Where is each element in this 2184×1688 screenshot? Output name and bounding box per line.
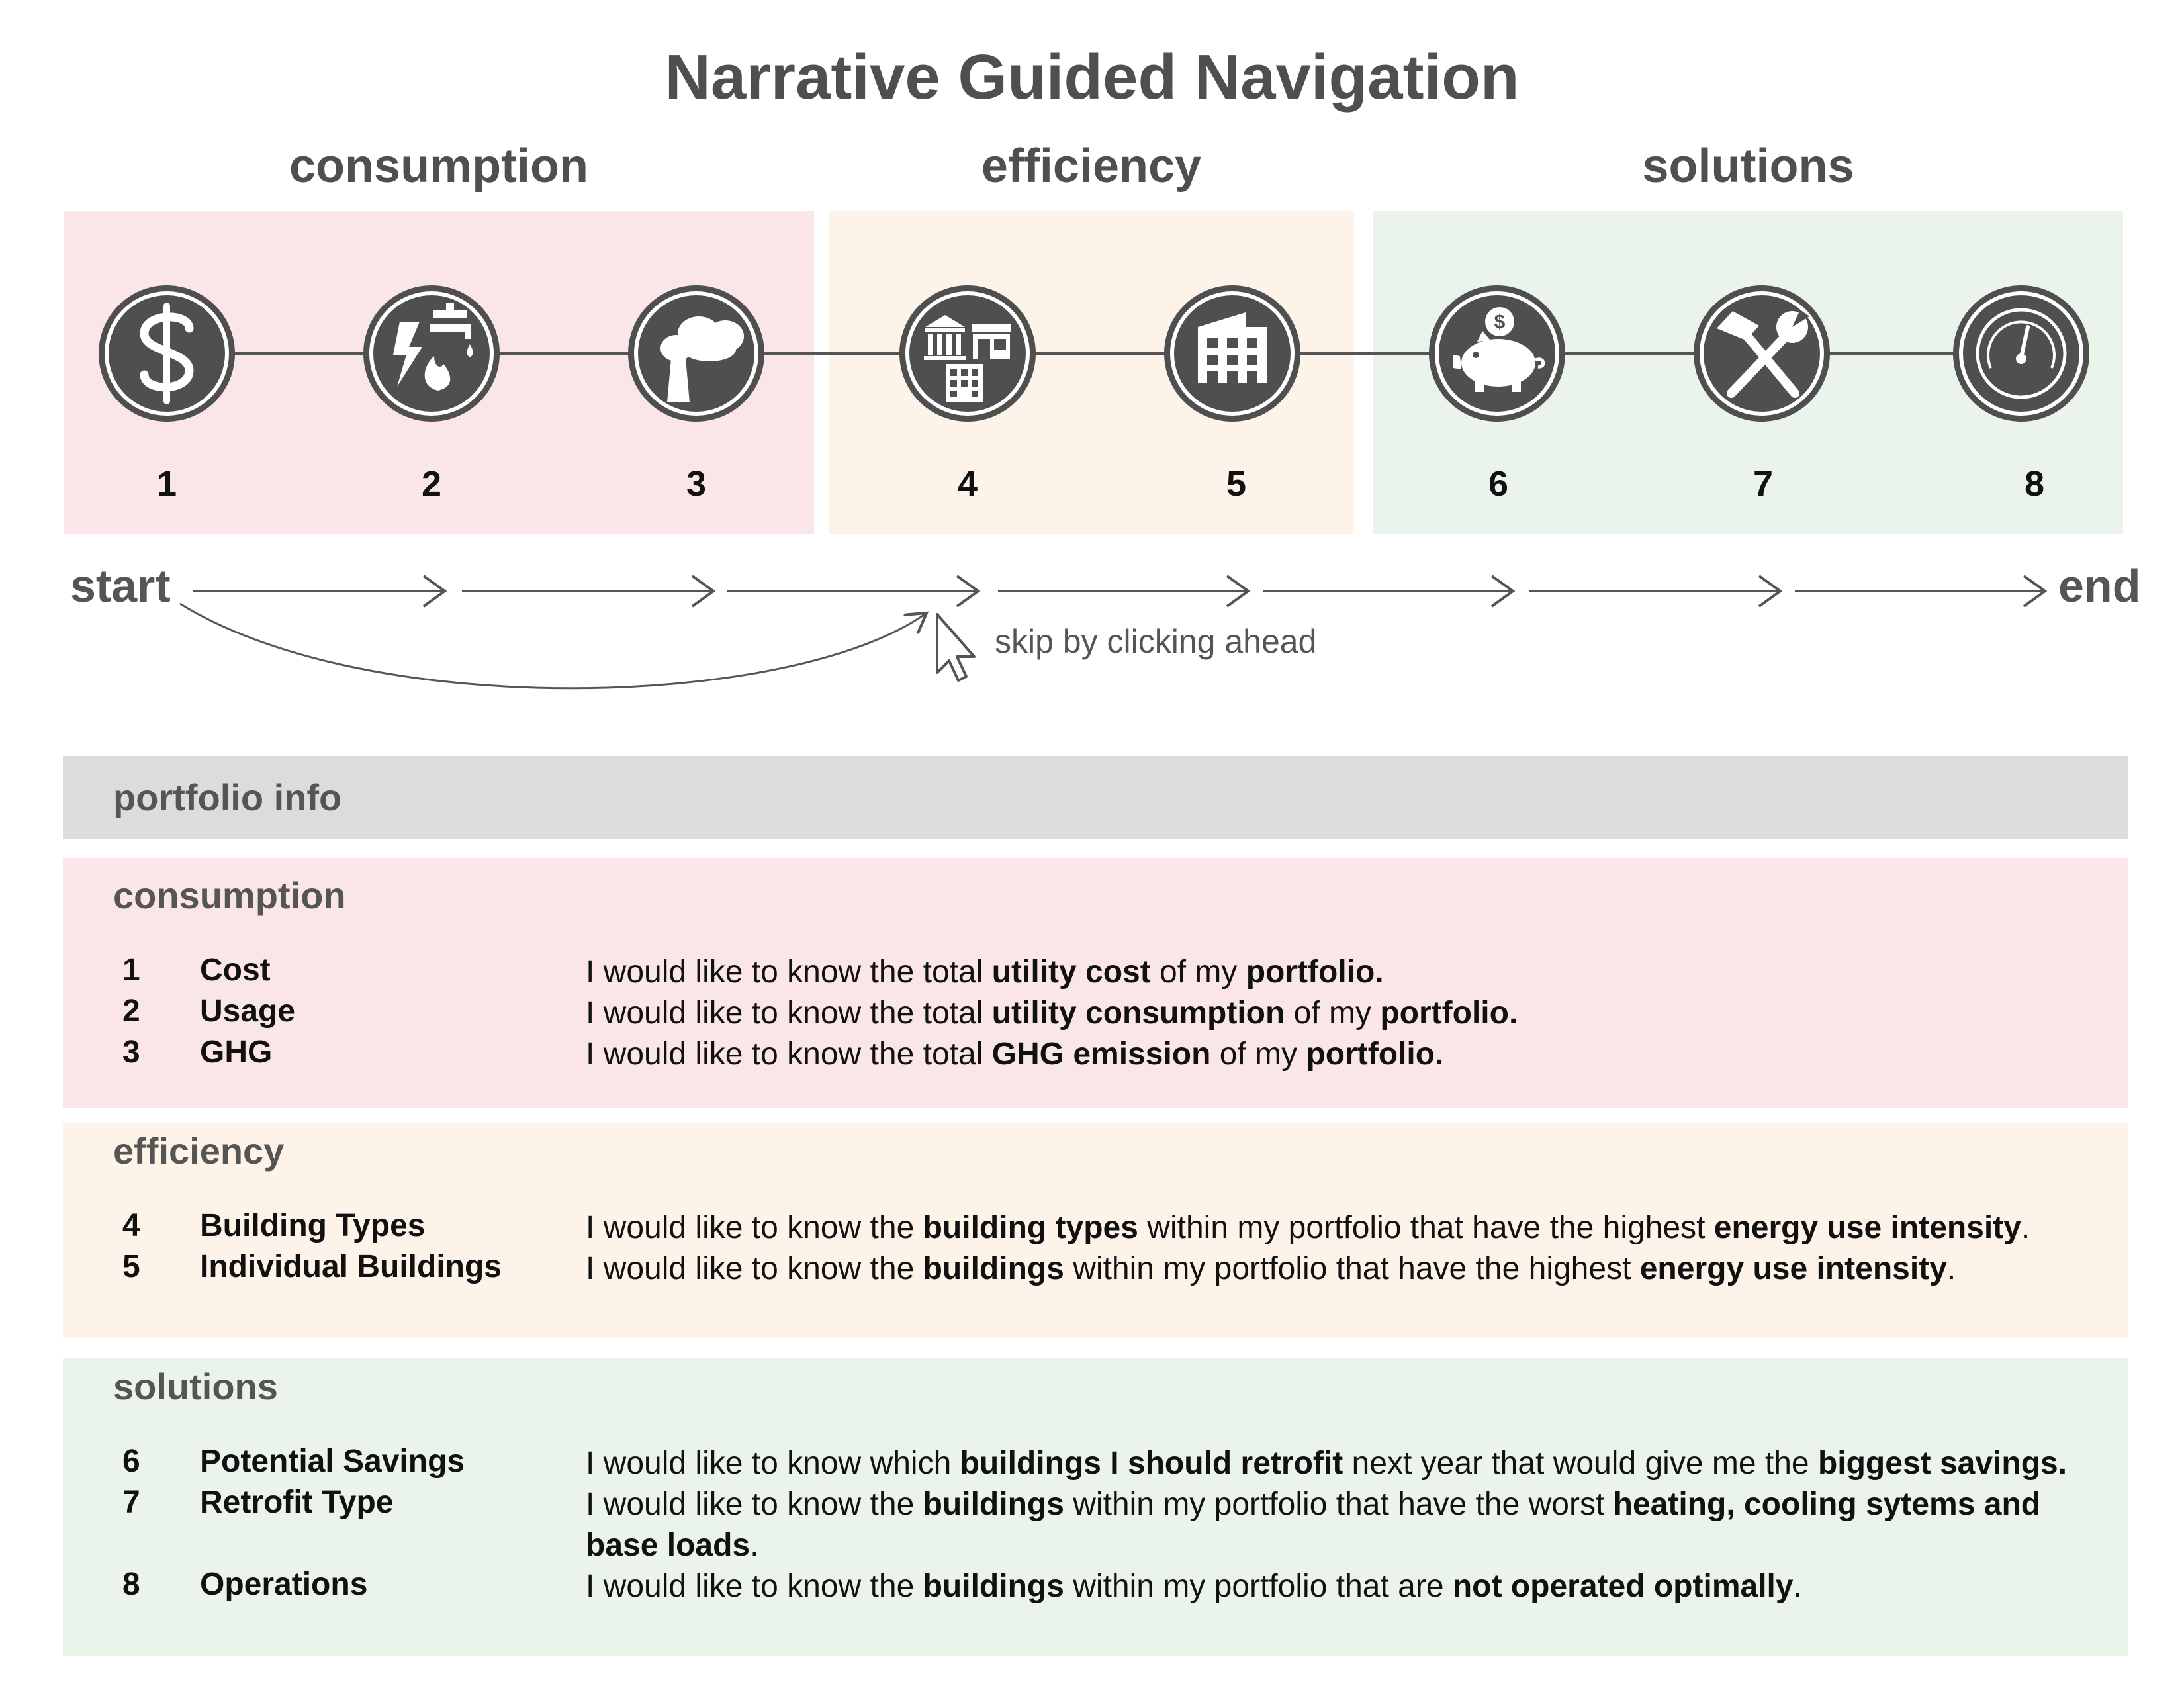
step-2-node[interactable]	[363, 285, 500, 422]
building-types-icon	[924, 315, 1011, 402]
skip-curve-arrow	[179, 602, 927, 690]
step-number-5: 5	[1226, 464, 1247, 504]
cursor-icon	[936, 613, 976, 682]
flow-end-label: end	[2058, 560, 2141, 612]
row-name: Cost	[200, 953, 271, 988]
office-building-icon	[1198, 312, 1267, 383]
row-description: I would like to know the total utility c…	[586, 996, 1518, 1031]
step-1-node[interactable]	[99, 285, 235, 422]
piggy-bank-icon: $	[1453, 307, 1545, 392]
row-description: I would like to know the buildings withi…	[586, 1569, 1802, 1604]
phase-label-efficiency: efficiency	[981, 140, 1202, 193]
section-title: solutions	[113, 1366, 278, 1407]
step-number-3: 3	[686, 464, 707, 504]
hammer-wrench-icon	[1717, 310, 1809, 398]
row-number: 4	[122, 1208, 140, 1243]
step-number-4: 4	[957, 464, 978, 504]
utility-electric-water-gas-icon	[393, 303, 473, 391]
step-7-node[interactable]	[1694, 285, 1830, 422]
row-number: 5	[122, 1249, 140, 1284]
row-name: Usage	[200, 994, 296, 1029]
phase-label-consumption: consumption	[289, 140, 588, 193]
row-description: I would like to know the building types …	[586, 1210, 2030, 1245]
row-number: 1	[122, 953, 140, 988]
section-title: efficiency	[113, 1130, 285, 1172]
portfolio-info-bar: portfolio info	[63, 756, 2128, 839]
factory-smoke-icon	[660, 316, 744, 402]
row-description: I would like to know which buildings I s…	[586, 1446, 2068, 1481]
step-4-node[interactable]	[899, 285, 1036, 422]
row-description: I would like to know the buildings withi…	[586, 1251, 1956, 1286]
step-number-1: 1	[156, 464, 177, 504]
portfolio-info-label: portfolio info	[113, 776, 342, 818]
row-number: 6	[122, 1444, 140, 1479]
row-name: Potential Savings	[200, 1444, 465, 1479]
row-name: Building Types	[200, 1208, 426, 1243]
row-number: 2	[122, 994, 140, 1029]
flow-start-label: start	[70, 560, 171, 612]
step-5-node[interactable]	[1164, 285, 1300, 422]
step-number-7: 7	[1752, 464, 1774, 504]
section-efficiency: efficiency 4 Building Types I would like…	[63, 1123, 2128, 1338]
gauge-icon	[1976, 308, 2067, 399]
row-name: GHG	[200, 1035, 273, 1070]
page-title: Narrative Guided Navigation	[664, 42, 1520, 113]
row-description: I would like to know the total utility c…	[586, 955, 1384, 990]
step-number-6: 6	[1488, 464, 1509, 504]
section-title: consumption	[113, 874, 346, 916]
row-name: Retrofit Type	[200, 1485, 394, 1520]
step-number-2: 2	[421, 464, 442, 504]
navigation-diagram: $	[99, 285, 2089, 690]
row-number: 7	[122, 1485, 140, 1520]
row-number: 8	[122, 1567, 140, 1602]
skip-note: skip by clicking ahead	[995, 623, 1317, 660]
step-6-node[interactable]: $	[1429, 285, 1565, 422]
dollar-icon	[140, 303, 194, 404]
section-solutions: solutions 6 Potential Savings I would li…	[63, 1358, 2128, 1656]
row-description: I would like to know the buildings withi…	[586, 1487, 2041, 1563]
step-8-node[interactable]	[1953, 285, 2089, 422]
flow-arrows	[193, 575, 2048, 608]
step-number-8: 8	[2024, 464, 2045, 504]
row-description: I would like to know the total GHG emiss…	[586, 1037, 1444, 1072]
step-3-node[interactable]	[628, 285, 764, 422]
row-name: Operations	[200, 1567, 368, 1602]
section-consumption: consumption 1 Cost I would like to know …	[63, 858, 2128, 1108]
row-number: 3	[122, 1035, 140, 1070]
phase-label-solutions: solutions	[1642, 140, 1854, 193]
svg-text:$: $	[1494, 311, 1506, 333]
row-name: Individual Buildings	[200, 1249, 502, 1284]
